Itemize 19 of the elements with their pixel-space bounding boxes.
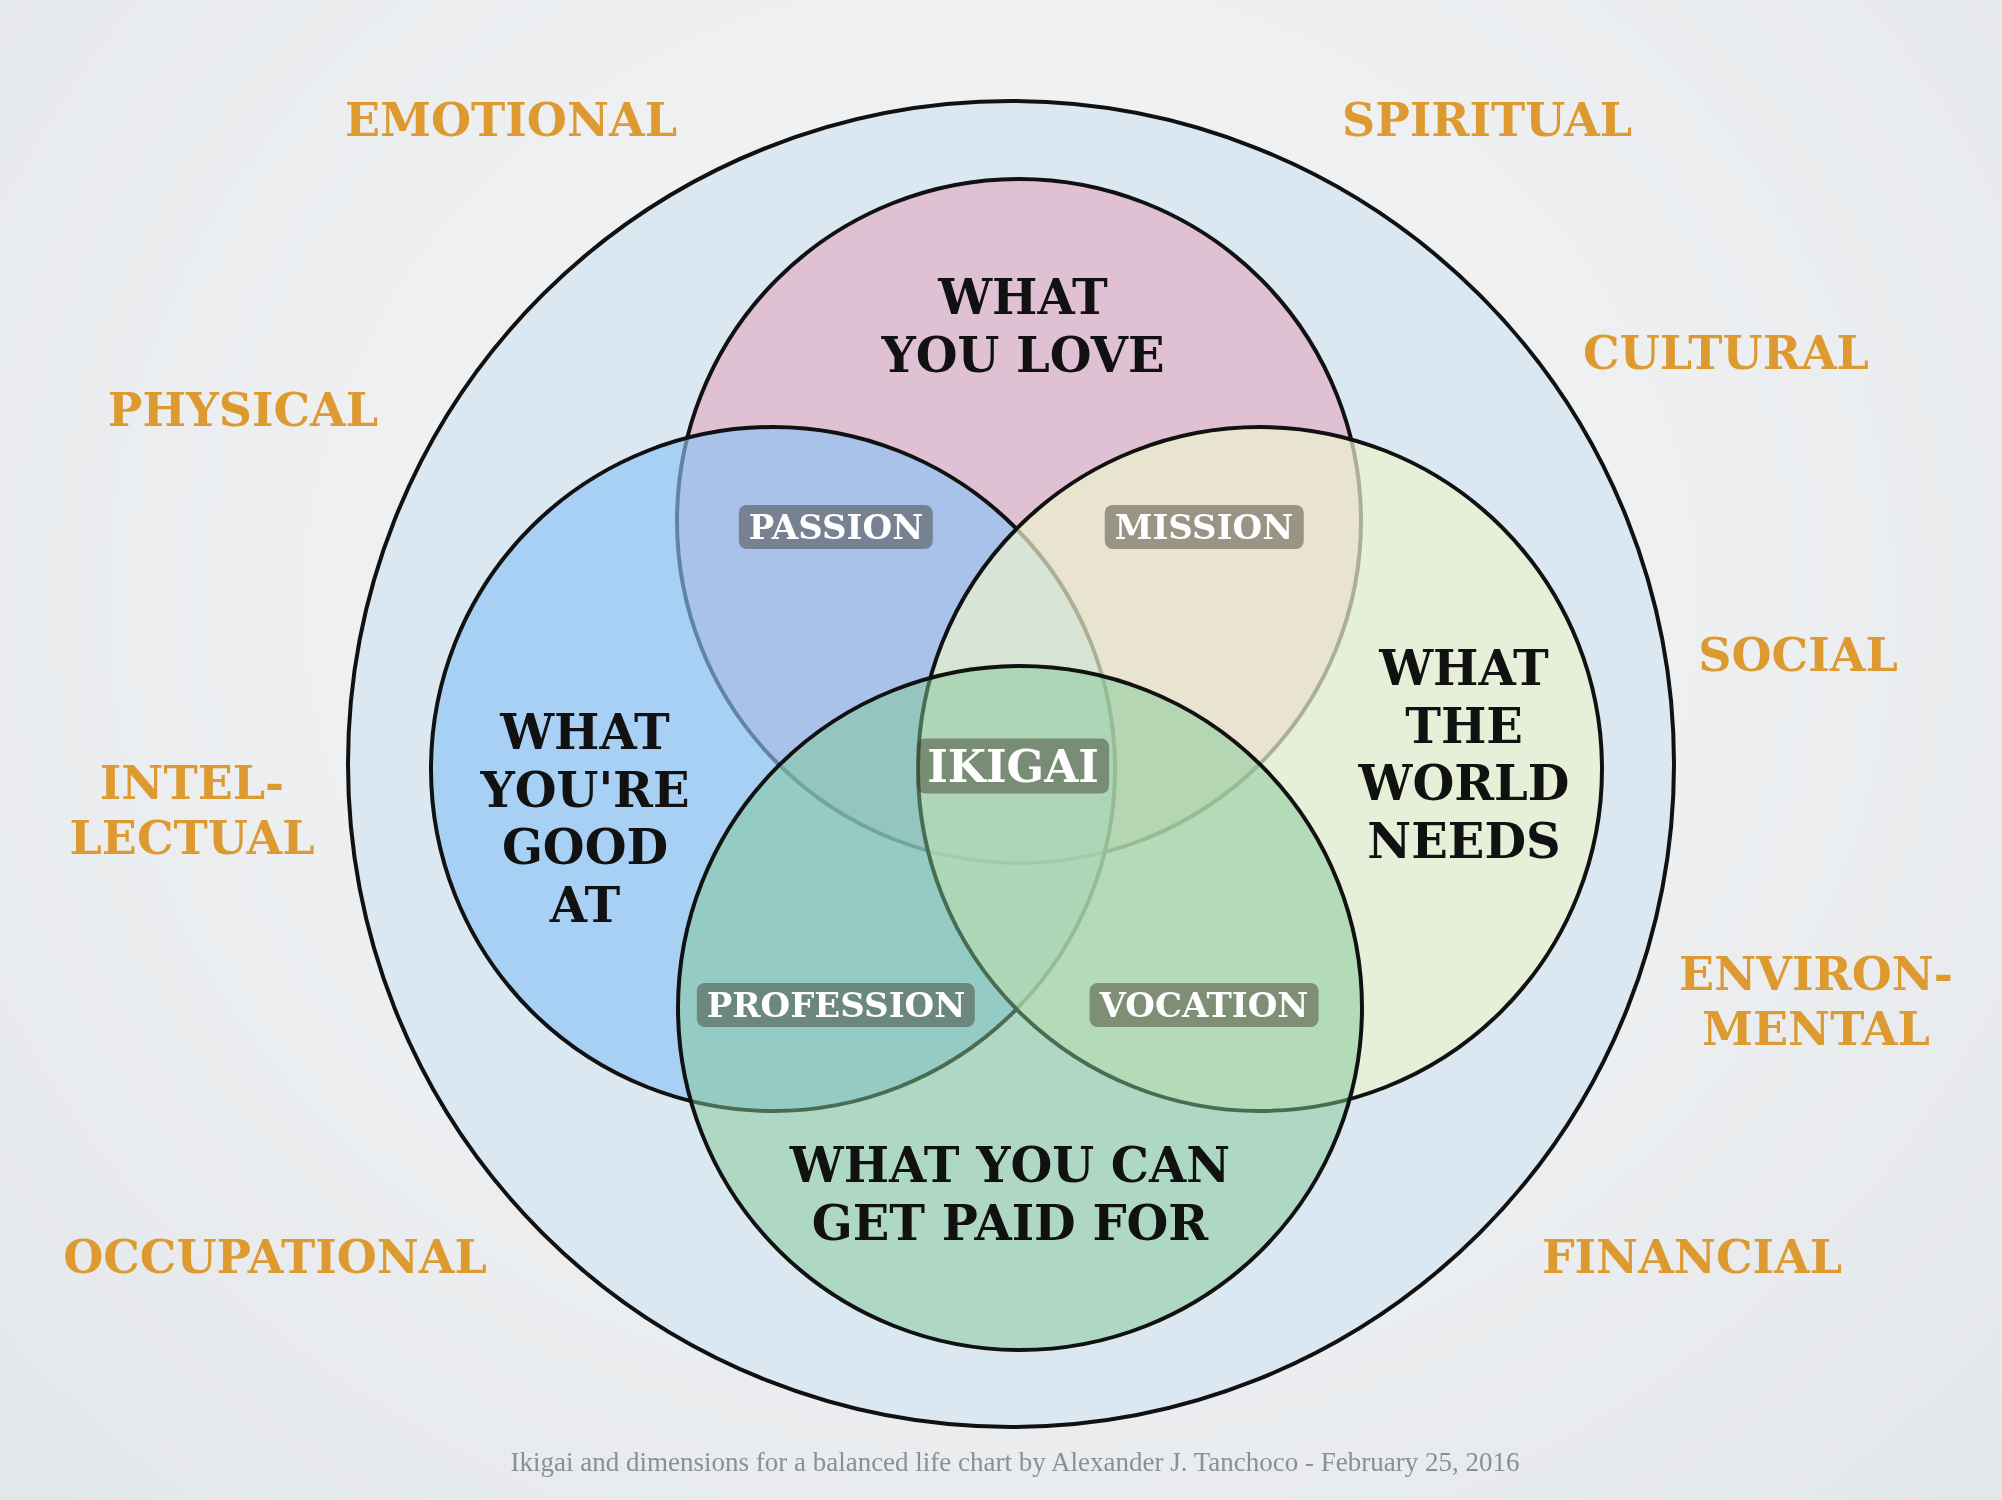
dimension-label: ENVIRON- MENTAL — [1678, 946, 1954, 1058]
dimension-label: PHYSICAL — [107, 383, 379, 439]
dimension-label: SOCIAL — [1698, 628, 1898, 684]
caption: Ikigai and dimensions for a balanced life chart by Alexander J. Tanchoco - February 25, 2016 — [510, 1446, 1520, 1478]
circle-label: WHAT YOU'RE GOOD AT — [479, 703, 691, 935]
dimension-label: INTEL- LECTUAL — [68, 755, 316, 867]
circle-label: WHAT THE WORLD NEEDS — [1357, 639, 1571, 871]
overlap-label: VOCATION — [1089, 983, 1319, 1027]
dimension-label: SPIRITUAL — [1342, 93, 1632, 149]
center-label: IKIGAI — [917, 738, 1109, 794]
overlap-label: PROFESSION — [696, 983, 976, 1027]
overlap-label: MISSION — [1104, 505, 1304, 549]
overlap-label: PASSION — [738, 505, 934, 549]
dimension-label: CULTURAL — [1583, 326, 1869, 382]
dimension-label: FINANCIAL — [1541, 1230, 1843, 1286]
circle-label: WHAT YOU CAN GET PAID FOR — [788, 1137, 1232, 1253]
dimension-label: EMOTIONAL — [345, 93, 677, 149]
dimension-label: OCCUPATIONAL — [63, 1230, 487, 1286]
circle-label: WHAT YOU LOVE — [880, 269, 1166, 385]
